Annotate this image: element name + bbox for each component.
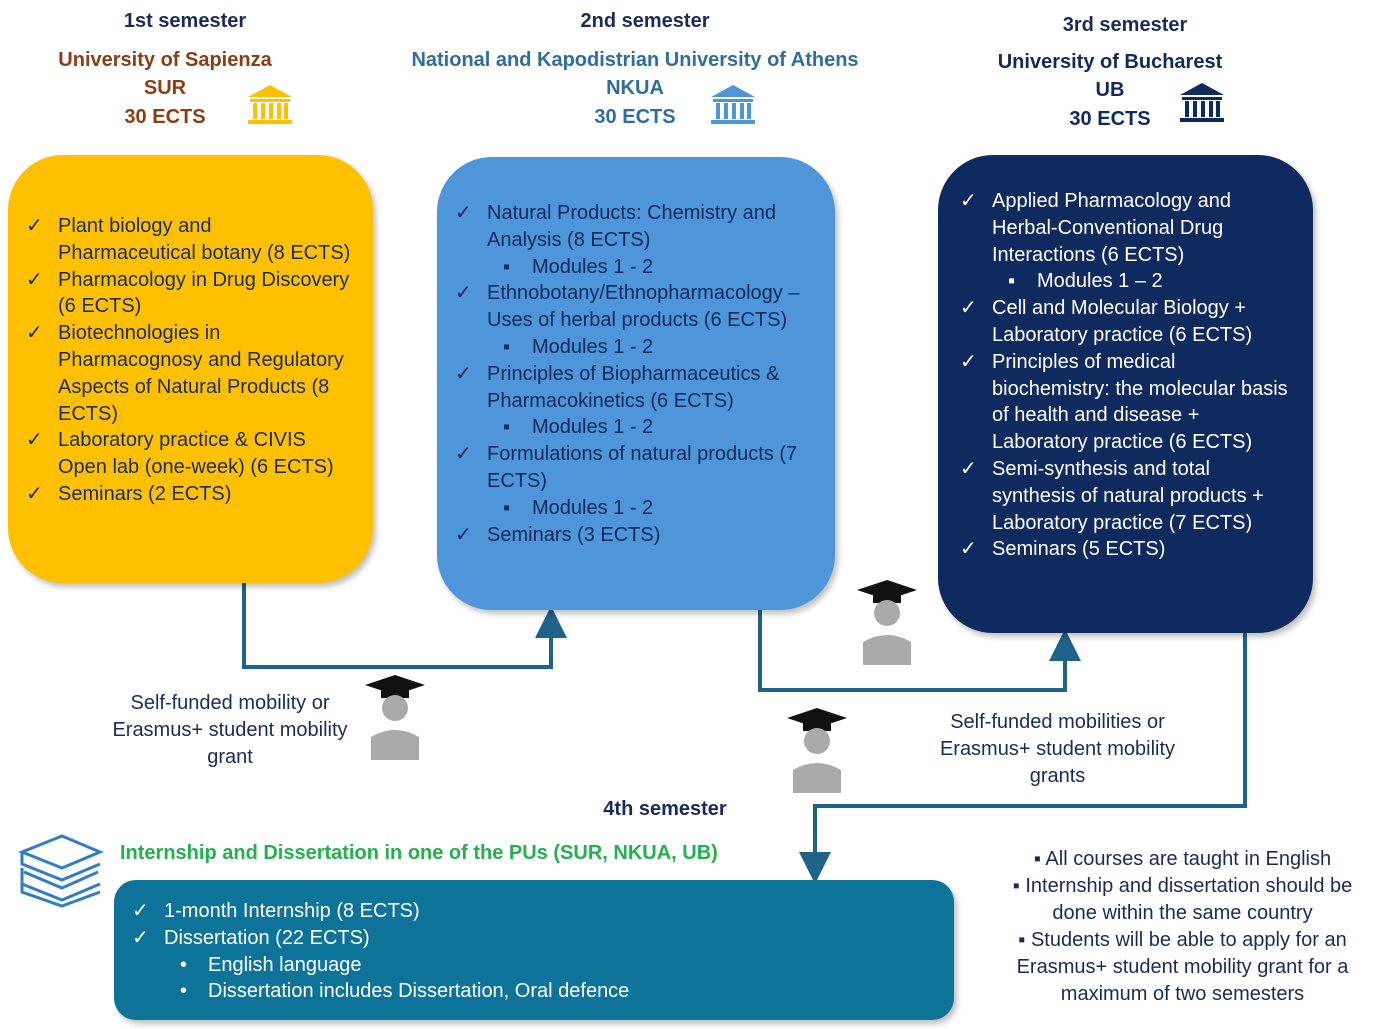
books-icon: [17, 834, 104, 908]
university-icon: [711, 85, 755, 124]
semester-2-courses: Natural Products: Chemistry and Analysis…: [437, 157, 835, 610]
course-item: Ethnobotany/Ethnopharmacology – Uses of …: [437, 280, 825, 334]
course-item: Dissertation (22 ECTS): [114, 925, 954, 952]
sub-item-text: English language: [208, 953, 362, 976]
course-item: 1-month Internship (8 ECTS): [114, 898, 954, 925]
sub-item-text: Dissertation includes Dissertation, Oral…: [208, 980, 630, 1003]
semester-4-heading: 4th semester: [603, 798, 727, 820]
sub-item: •English language: [180, 953, 362, 976]
module-item: Modules 1 – 2: [942, 268, 1293, 295]
note-text: All courses are taught in English: [1045, 848, 1332, 870]
graduate-icon: [365, 675, 425, 760]
semester-1-heading: 1st semester: [123, 10, 247, 32]
semester-1-courses: Plant biology and Pharmaceutical botany …: [8, 155, 373, 583]
course-item: Pharmacology in Drug Discovery (6 ECTS): [8, 267, 353, 321]
connector-2-3: [758, 610, 1081, 692]
module-item: Modules 1 - 2: [437, 334, 825, 361]
course-item: Cell and Molecular Biology + Laboratory …: [942, 295, 1293, 349]
course-item: Plant biology and Pharmaceutical botany …: [8, 213, 353, 267]
graduate-icon: [787, 708, 847, 793]
course-item: Natural Products: Chemistry and Analysis…: [437, 200, 825, 254]
graduate-icon: [857, 580, 917, 665]
university-1-name: University of Sapienza: [58, 49, 272, 71]
university-3-ects: 30 ECTS: [1069, 108, 1151, 130]
course-item: Biotechnologies in Pharmacognosy and Reg…: [8, 320, 353, 427]
note-item: ▪ All courses are taught in English: [1033, 848, 1332, 870]
mobility-label-2: Self-funded mobilities or Erasmus+ stude…: [939, 711, 1176, 787]
module-item: Modules 1 - 2: [437, 254, 825, 281]
mobility-label-1: Self-funded mobility or Erasmus+ student…: [112, 692, 348, 768]
university-1-ects: 30 ECTS: [124, 106, 206, 128]
university-3-abbr: UB: [1095, 79, 1125, 101]
connector-3-4: [799, 633, 1247, 884]
course-item: Seminars (3 ECTS): [437, 522, 825, 549]
course-item: Formulations of natural products (7 ECTS…: [437, 441, 825, 495]
note-text: Internship and dissertation should be do…: [1025, 875, 1353, 924]
module-item: Modules 1 - 2: [437, 414, 825, 441]
semester-2-heading: 2nd semester: [580, 10, 710, 32]
notes-list: ▪ All courses are taught in English ▪ In…: [990, 846, 1375, 1008]
course-item: Applied Pharmacology and Herbal-Conventi…: [942, 188, 1293, 268]
note-item: ▪ Internship and dissertation should be …: [1012, 875, 1353, 924]
connector-1-2: [242, 583, 567, 669]
university-3-name: University of Bucharest: [997, 51, 1223, 73]
university-2-name: National and Kapodistrian University of …: [411, 49, 859, 71]
university-1-abbr: SUR: [143, 77, 187, 99]
course-item: Semi-synthesis and total synthesis of na…: [942, 456, 1293, 536]
semester-4-title: Internship and Dissertation in one of th…: [120, 842, 718, 864]
semester-4-courses: 1-month Internship (8 ECTS) Dissertation…: [114, 880, 954, 1020]
note-item: ▪ Students will be able to apply for an …: [1016, 929, 1349, 1005]
course-item: Principles of Biopharmaceutics & Pharmac…: [437, 361, 825, 415]
semester-3-heading: 3rd semester: [1062, 14, 1188, 36]
course-item: Principles of medical biochemistry: the …: [942, 349, 1293, 456]
university-2-abbr: NKUA: [606, 77, 664, 99]
course-item: Laboratory practice & CIVIS Open lab (on…: [8, 427, 353, 481]
university-2-ects: 30 ECTS: [594, 106, 676, 128]
university-icon: [248, 85, 292, 124]
sub-item: •Dissertation includes Dissertation, Ora…: [180, 980, 630, 1003]
course-item: Seminars (2 ECTS): [8, 481, 353, 508]
note-text: Students will be able to apply for an Er…: [1016, 929, 1349, 1005]
course-item: Seminars (5 ECTS): [942, 536, 1293, 563]
module-item: Modules 1 - 2: [437, 495, 825, 522]
semester-3-courses: Applied Pharmacology and Herbal-Conventi…: [938, 155, 1313, 633]
university-icon: [1180, 83, 1224, 122]
